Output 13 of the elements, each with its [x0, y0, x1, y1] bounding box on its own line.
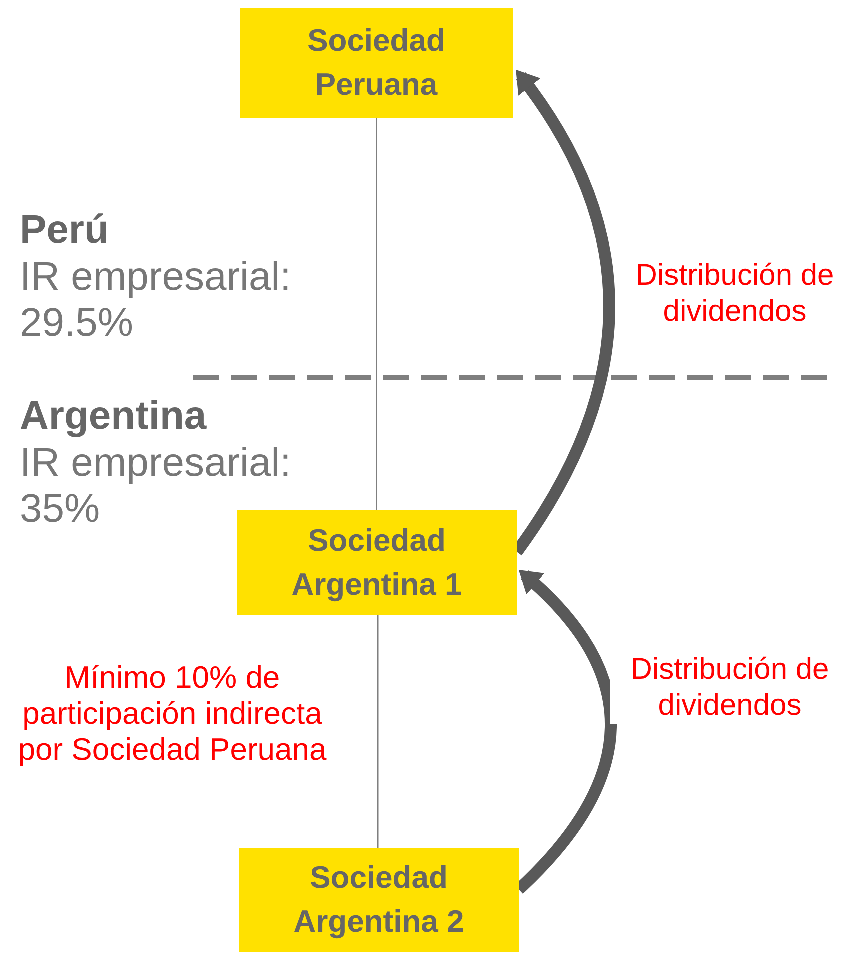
tax-rate-text: IR empresarial: 35% [20, 440, 292, 532]
company-name: Sociedad Argentina 1 [290, 522, 464, 604]
tax-rate-text: IR empresarial: 29.5% [20, 254, 292, 346]
note-text: Mínimo 10% de participación indirecta por Sociedad Peruana [17, 660, 328, 768]
connector-line [376, 118, 378, 510]
company-box [237, 510, 517, 615]
company-name: Sociedad Argentina 2 [292, 859, 466, 941]
country-heading: Perú [20, 208, 110, 252]
company-box [239, 848, 519, 952]
country-heading: Argentina [20, 394, 208, 438]
company-box [240, 8, 513, 118]
company-name: Sociedad Peruana [306, 22, 446, 104]
connector-line [377, 615, 379, 848]
